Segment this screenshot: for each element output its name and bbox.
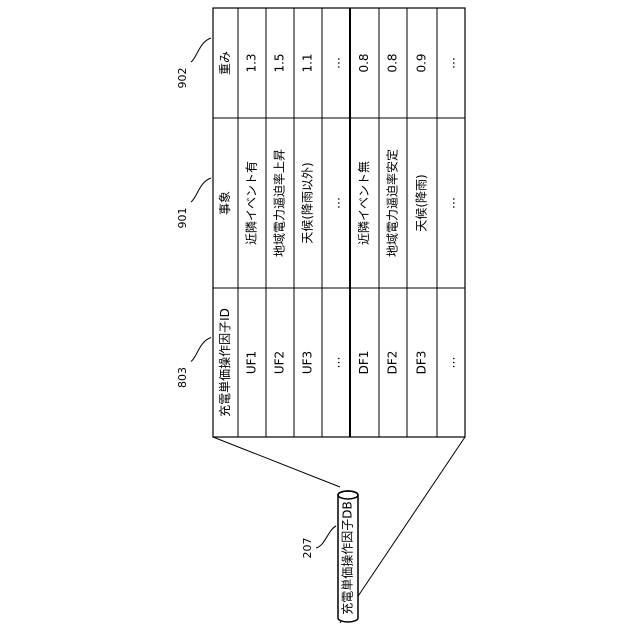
- table-cell: …: [444, 197, 458, 209]
- database-ref-number: 207: [301, 538, 314, 559]
- table-cell: 0.9: [415, 53, 429, 72]
- table-cell: 近隣イベント有: [244, 161, 259, 245]
- column-ref-number: 803: [176, 367, 189, 388]
- table-header-cell: 充電単価操作因子ID: [217, 308, 232, 417]
- table-cell: …: [329, 57, 343, 69]
- table-cell: 天候(降雨): [415, 174, 429, 231]
- table-cell: 0.8: [386, 53, 400, 72]
- column-ref-number: 901: [176, 208, 189, 229]
- column-ref-marks: 803 901 902: [176, 38, 211, 388]
- database-ref-leader: [316, 526, 336, 548]
- table-cell: …: [444, 57, 458, 69]
- factor-table-text: 充電単価操作因子ID 事象 重み UF1 近隣イベント有 1.3UF2 地域電力逼迫率上昇 1…: [217, 51, 458, 417]
- table-cell: 天候(降雨以外): [301, 162, 315, 243]
- table-cell: UF3: [301, 351, 315, 374]
- column-ref-leader: [191, 338, 211, 362]
- column-ref-number: 902: [176, 68, 189, 89]
- table-header-cell: 事象: [218, 191, 232, 215]
- table-cell: DF3: [415, 351, 429, 375]
- table-cell: UF1: [245, 351, 259, 374]
- table-cell: DF2: [386, 351, 400, 375]
- table-header-cell: 重み: [218, 51, 232, 75]
- table-cell: 1.5: [273, 53, 287, 72]
- table-cell: 1.3: [245, 53, 259, 72]
- column-ref-leader: [191, 178, 211, 202]
- database-label: 充電単価操作因子DB: [340, 501, 355, 614]
- table-cell: UF2: [273, 351, 287, 374]
- table-cell: 1.1: [301, 53, 315, 72]
- connector-line-top: [213, 437, 340, 487]
- table-cell: …: [444, 357, 458, 369]
- database-cylinder: 充電単価操作因子DB: [338, 491, 358, 622]
- column-ref-leader: [191, 38, 211, 62]
- table-cell: …: [329, 357, 343, 369]
- table-cell: DF1: [357, 351, 371, 375]
- table-cell: 地域電力逼迫率上昇: [272, 149, 287, 257]
- table-cell: 近隣イベント無: [356, 161, 371, 245]
- table-cell: …: [329, 197, 343, 209]
- table-cell: 0.8: [357, 53, 371, 72]
- table-cell: 地域電力逼迫率安定: [385, 149, 400, 257]
